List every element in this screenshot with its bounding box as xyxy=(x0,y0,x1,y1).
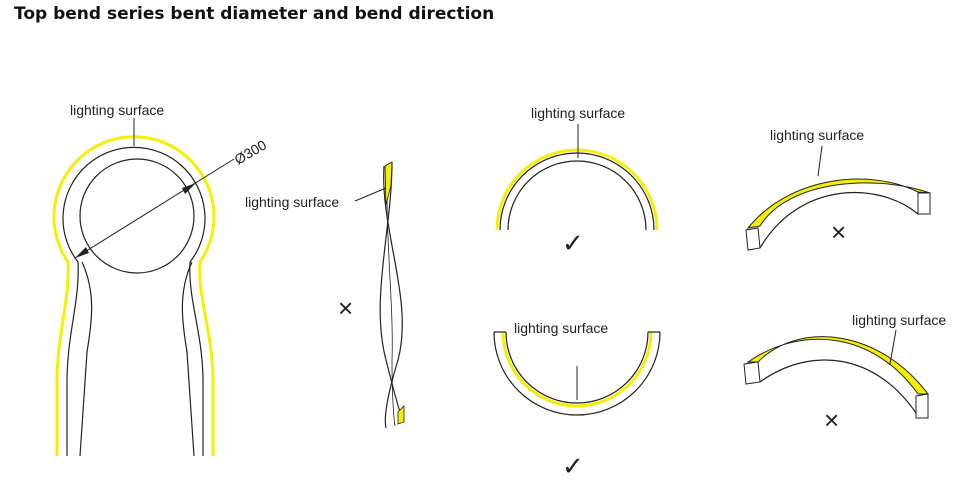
label-lighting-surface-1: lighting surface xyxy=(70,102,164,118)
twisted-strip-edge-1 xyxy=(383,165,403,429)
arc-bottom-correct-mark: ✓ xyxy=(562,451,584,481)
diameter-line xyxy=(74,158,235,259)
label-diameter: Ø300 xyxy=(232,137,270,168)
arc-3d-top-lit-figure: lighting surface × xyxy=(743,312,946,435)
loop-bend-figure: lighting surface Ø300 xyxy=(52,102,270,457)
label-lighting-surface-4: lighting surface xyxy=(514,320,608,336)
arc-3d-outer-lit-figure: lighting surface × xyxy=(745,127,931,251)
twisted-strip-bottom-yellow xyxy=(397,405,405,425)
diameter-arrow-end xyxy=(182,183,196,194)
arc-bottom-inner xyxy=(505,331,649,404)
page-title: Top bend series bent diameter and bend d… xyxy=(14,4,495,24)
surface-leader-5 xyxy=(817,145,823,177)
arc-3d-2-incorrect-mark: × xyxy=(824,405,839,435)
arc-top-inner xyxy=(507,160,647,231)
twisted-strip-edge-3 xyxy=(386,163,396,427)
label-lighting-surface-6: lighting surface xyxy=(852,312,946,328)
label-lighting-surface-3: lighting surface xyxy=(531,105,625,121)
loop-inner-left-tail xyxy=(79,261,93,457)
arc-3d-1-incorrect-mark: × xyxy=(831,217,846,247)
arc-top-yellow xyxy=(495,148,659,231)
loop-inner-right-tail xyxy=(181,261,195,457)
diameter-arrow-start xyxy=(75,247,89,258)
twisted-strip-incorrect-mark: × xyxy=(338,293,353,323)
arc-3d-2-inner-curve xyxy=(759,359,919,417)
arc-bottom-lit-figure: lighting surface ✓ xyxy=(493,320,661,481)
twisted-strip-top-yellow xyxy=(384,161,393,206)
arc-bottom-yellow xyxy=(501,331,653,408)
arc-3d-1-left-end xyxy=(745,227,761,251)
arc-3d-2-right-end xyxy=(915,393,929,419)
loop-yellow-surface xyxy=(52,135,216,456)
twisted-strip-figure: lighting surface × xyxy=(245,161,405,429)
label-lighting-surface-2: lighting surface xyxy=(245,194,339,210)
arc-3d-2-yellow-band xyxy=(746,336,930,395)
label-lighting-surface-5: lighting surface xyxy=(770,127,864,143)
arc-top-lit-figure: lighting surface ✓ xyxy=(495,105,659,258)
arc-3d-1-right-end xyxy=(917,192,931,215)
surface-leader-2 xyxy=(354,187,387,202)
arc-3d-1-inner-curve xyxy=(759,191,919,249)
surface-leader-6 xyxy=(889,329,897,365)
arc-top-outer xyxy=(499,152,655,231)
arc-3d-2-left-end xyxy=(743,361,761,385)
loop-inner-circle xyxy=(79,158,195,274)
arc-bottom-outer xyxy=(493,331,661,416)
arc-top-correct-mark: ✓ xyxy=(562,228,584,258)
